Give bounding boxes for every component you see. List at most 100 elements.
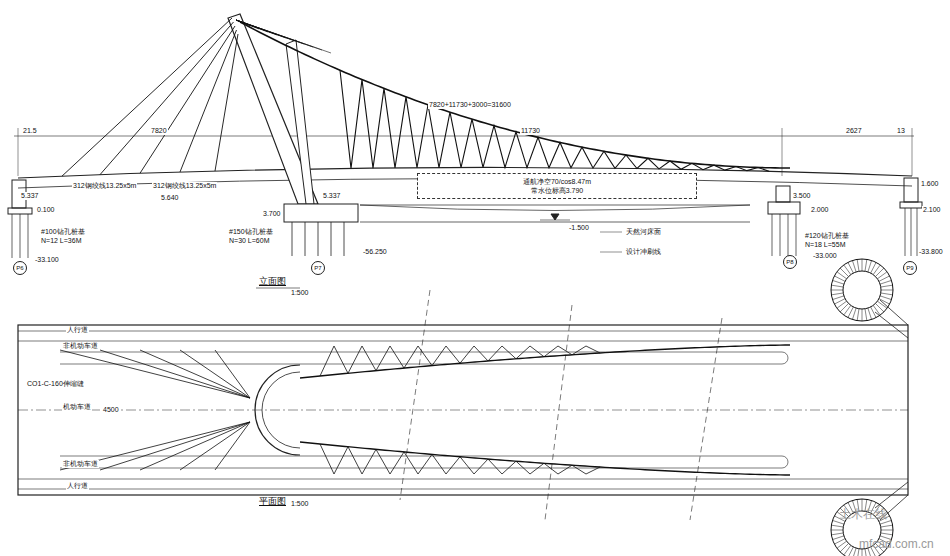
ramp-hatch	[868, 308, 872, 319]
annotation: 312钢绞线13.25x5m	[152, 182, 217, 190]
annotation: N=18 L=55M	[804, 241, 846, 249]
annotation: 5.337	[20, 192, 40, 200]
ramp-hatch	[834, 299, 845, 304]
water-level-line	[540, 220, 570, 221]
ramp-hatch	[848, 262, 853, 273]
pylon-strut	[286, 40, 314, 204]
view-title: 立面图	[258, 276, 287, 286]
ramp-hatch	[857, 309, 859, 321]
ramp-hatch	[833, 296, 844, 300]
cable-system	[62, 18, 790, 176]
annotation: 非机动车道	[62, 460, 99, 468]
ramp-hatch	[831, 533, 843, 535]
ramp-hatch	[831, 293, 843, 295]
annotation: CO1-C-160伸缩缝	[26, 380, 85, 388]
view-title: 平面图	[258, 496, 287, 506]
node-text: P7	[314, 265, 321, 272]
plan-view	[18, 290, 908, 520]
ramp	[843, 271, 881, 309]
girder	[360, 205, 750, 222]
pylon-leg	[228, 14, 318, 204]
stay-cable	[215, 422, 250, 470]
ramp-hatch	[831, 290, 843, 291]
pier-number: P6	[13, 261, 27, 275]
ramp-hatch	[834, 539, 845, 544]
ramp-hatch	[831, 525, 843, 527]
ramp-hatch	[865, 259, 867, 271]
annotation: #150钻孔桩基	[228, 228, 274, 236]
stay-cable	[180, 422, 250, 470]
ramp-hatch	[881, 293, 893, 295]
hangers	[340, 70, 769, 171]
clearance-box: 通航净空70/cos8.47m常水位标高3.790	[417, 173, 697, 199]
annotation: -33.100	[34, 256, 60, 264]
annotation: 4500	[102, 406, 120, 414]
node-text: 常水位标高3.790	[531, 186, 584, 195]
pier-number: P7	[311, 261, 325, 275]
centerline	[18, 410, 908, 411]
annotation: 人行道	[66, 482, 89, 490]
stay-cable	[100, 22, 234, 175]
plan-cables	[60, 259, 893, 556]
annotation: 天然河床面	[625, 228, 662, 236]
ramp-hatch	[852, 548, 856, 556]
ramp-hatch	[831, 530, 843, 531]
stay-cable	[140, 422, 250, 470]
annotation: 7820	[150, 127, 168, 135]
annotation: 人行道	[66, 326, 89, 334]
ramp-hatch	[881, 530, 893, 531]
annotation: -33.000	[812, 252, 838, 260]
ramp-hatch	[881, 285, 893, 287]
pylon-base	[255, 365, 300, 455]
annotation: 312钢绞线13.25x5m	[72, 182, 137, 190]
annotation: 2.100	[922, 206, 942, 214]
ramp-hatch	[880, 296, 891, 300]
stay-cable	[215, 34, 238, 171]
pier	[776, 186, 790, 202]
arch-rib	[300, 442, 790, 475]
node-text: P8	[786, 259, 793, 266]
ramp-hatch	[881, 290, 893, 291]
ramp-hatch	[879, 276, 890, 281]
pier-number: P9	[903, 261, 917, 275]
stay-cable	[140, 350, 250, 398]
pile-cap	[900, 202, 922, 208]
annotation: 1.600	[920, 180, 940, 188]
annotation: 1:500	[290, 500, 310, 508]
annotation: 机动车道	[62, 403, 92, 411]
elevation-view	[8, 14, 922, 288]
annotation: -1.500	[568, 224, 590, 232]
leader-line	[600, 232, 622, 252]
annotation: 3.500	[792, 192, 812, 200]
watermark: 土木在线	[838, 508, 888, 521]
ramp-hatch	[871, 307, 876, 318]
extension-line	[18, 128, 19, 176]
ramp	[831, 259, 893, 321]
annotation: -56.250	[362, 248, 388, 256]
stay-cable	[100, 350, 250, 398]
ramp-hatch	[868, 261, 872, 272]
watermark: mfcad.com.cn	[858, 538, 935, 551]
main-cable	[240, 22, 790, 168]
ramp-hatch	[857, 259, 859, 271]
annotation: 11730	[520, 127, 541, 135]
abutment	[904, 178, 918, 202]
extension-line	[912, 128, 913, 176]
stay-cable	[215, 350, 250, 398]
ramp-hatch	[881, 525, 893, 527]
cable-anchor	[236, 20, 331, 53]
annotation: #120钻孔桩基	[804, 232, 850, 240]
ramp-hatch	[852, 308, 856, 319]
node-text: P6	[16, 265, 23, 272]
ramp-hatch	[862, 309, 863, 321]
ramp-hatch	[852, 261, 856, 272]
dimension-line	[14, 136, 914, 137]
piles	[292, 222, 344, 256]
ramp-hatch	[880, 280, 891, 284]
annotation: 3.700	[262, 210, 282, 218]
stay-cable	[180, 350, 250, 398]
annotation: 21.5	[22, 127, 38, 135]
annotation: 5.337	[322, 192, 342, 200]
annotation: 2627	[845, 127, 863, 135]
ramp-hatch	[881, 533, 893, 535]
